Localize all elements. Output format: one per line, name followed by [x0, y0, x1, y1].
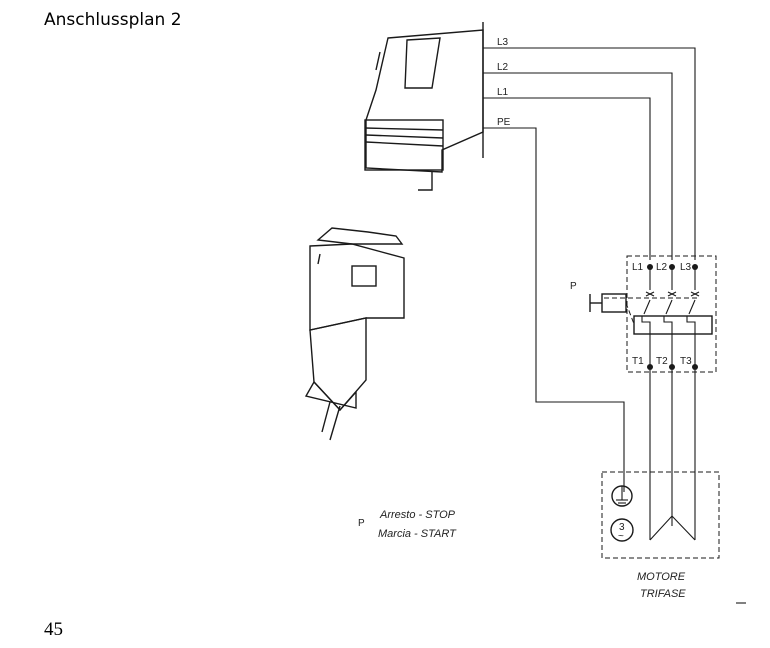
switch-terminal-in-label: L2 — [656, 262, 668, 273]
socket-connector-icon — [304, 227, 405, 441]
supply-wires — [483, 47, 696, 492]
supply-line-label: PE — [497, 117, 511, 128]
legend-stop: Arresto - STOP — [379, 509, 456, 521]
switch-terminal-out-label: T3 — [680, 356, 692, 367]
motor-phase-symbol: ~ — [618, 531, 624, 542]
page-number: 45 — [44, 619, 63, 640]
supply-line-label: L2 — [497, 62, 509, 73]
motor-label-line2: TRIFASE — [640, 588, 686, 600]
switch-terminal-in-label: L3 — [680, 262, 692, 273]
motor-protection-switch — [589, 255, 717, 373]
plug-connector-icon — [364, 22, 484, 191]
motor-label-line1: MOTORE — [637, 571, 686, 583]
motor-phase-number: 3 — [619, 522, 625, 533]
supply-line-label: L1 — [497, 87, 509, 98]
page-title: Anschlussplan 2 — [44, 10, 182, 30]
supply-line-label: L3 — [497, 37, 509, 48]
legend-start: Marcia - START — [378, 528, 457, 540]
legend-symbol: P — [358, 518, 365, 529]
three-phase-motor — [601, 471, 720, 559]
switch-terminal-in-label: L1 — [632, 262, 644, 273]
switch-terminal-out-label: T1 — [632, 356, 644, 367]
switch-terminal-out-label: T2 — [656, 356, 668, 367]
switch-label: P — [570, 281, 577, 292]
